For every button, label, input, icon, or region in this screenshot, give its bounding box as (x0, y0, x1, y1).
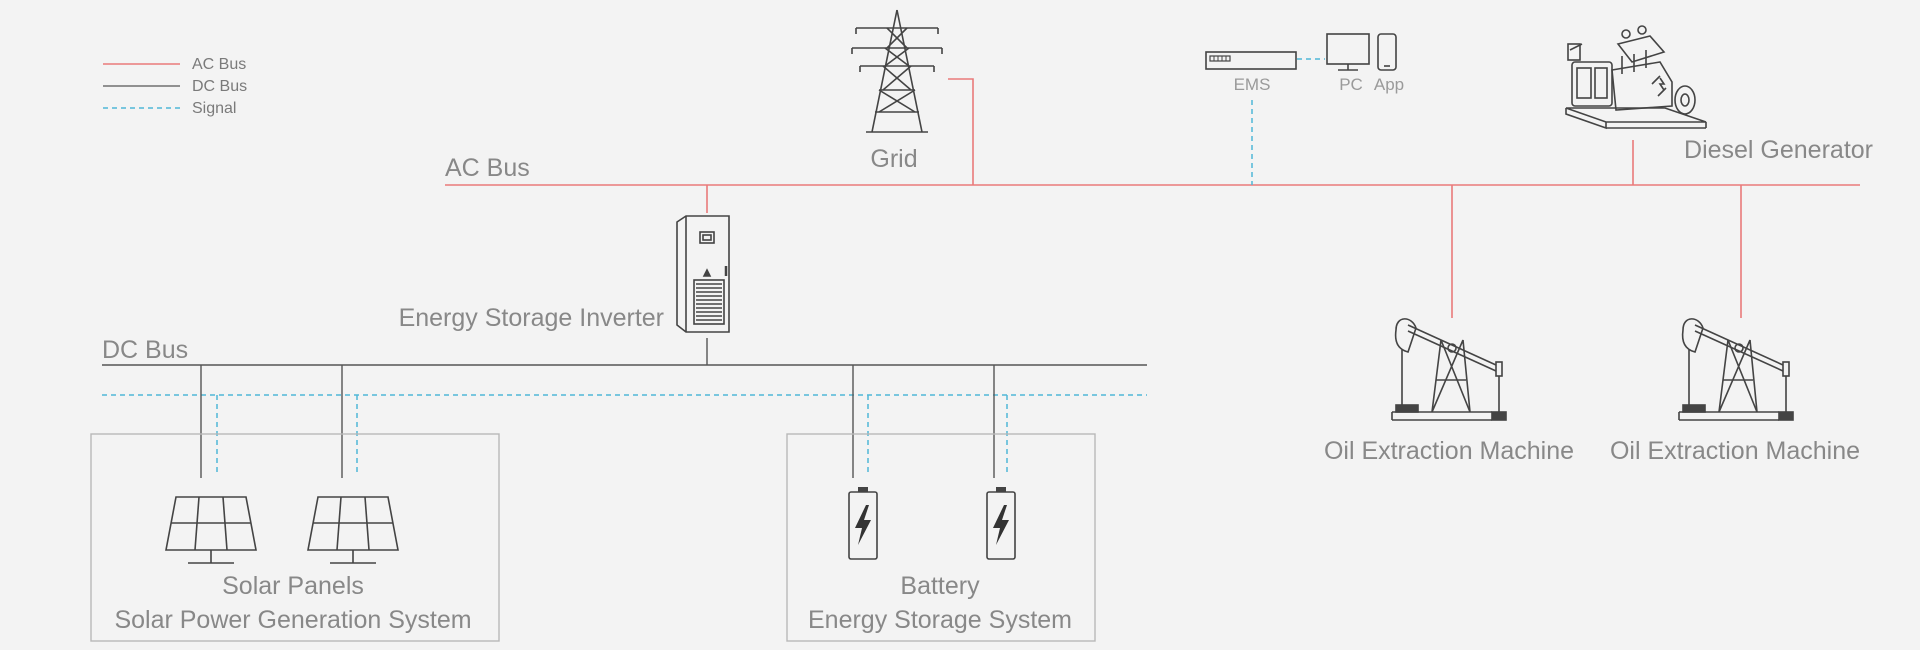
pc-monitor-icon (1326, 33, 1370, 71)
diesel-generator-label: Diesel Generator (1684, 136, 1873, 164)
solar-system-box (90, 433, 500, 642)
energy-storage-inverter-icon (676, 215, 730, 333)
smartphone-icon (1377, 33, 1397, 71)
app-label: App (1374, 75, 1404, 94)
ac-bus-label: AC Bus (445, 154, 530, 182)
energy-storage-system-label: Energy Storage System (808, 606, 1072, 634)
battery-icon (848, 487, 878, 560)
energy-storage-inverter-label: Energy Storage Inverter (399, 304, 664, 332)
battery-label: Battery (900, 572, 980, 600)
grid-label: Grid (870, 145, 917, 173)
legend: AC Bus DC Bus Signal (103, 56, 247, 117)
oil-extraction-machine-1-label: Oil Extraction Machine (1324, 437, 1574, 465)
oil-pumpjack-icon (1391, 318, 1507, 421)
diesel-generator-icon (1565, 25, 1707, 130)
dc-bus-label: DC Bus (102, 336, 188, 364)
battery-icon (986, 487, 1016, 560)
solar-system-label: Solar Power Generation System (114, 606, 471, 634)
solar-panel-icon (307, 496, 399, 564)
oil-pumpjack-icon (1678, 318, 1794, 421)
grid-tower-icon (851, 9, 943, 133)
battery-system-box (786, 433, 1096, 642)
oil-extraction-machine-2-label: Oil Extraction Machine (1610, 437, 1860, 465)
ems-unit-icon (1205, 51, 1297, 70)
solar-panels-label: Solar Panels (222, 572, 364, 600)
pc-label: PC (1339, 75, 1363, 94)
grid-connection-line (948, 78, 974, 185)
legend-signal-label: Signal (192, 100, 236, 117)
legend-dc-label: DC Bus (192, 78, 247, 95)
ems-label: EMS (1234, 75, 1271, 94)
solar-panel-icon (165, 496, 257, 564)
legend-ac-label: AC Bus (192, 56, 246, 73)
